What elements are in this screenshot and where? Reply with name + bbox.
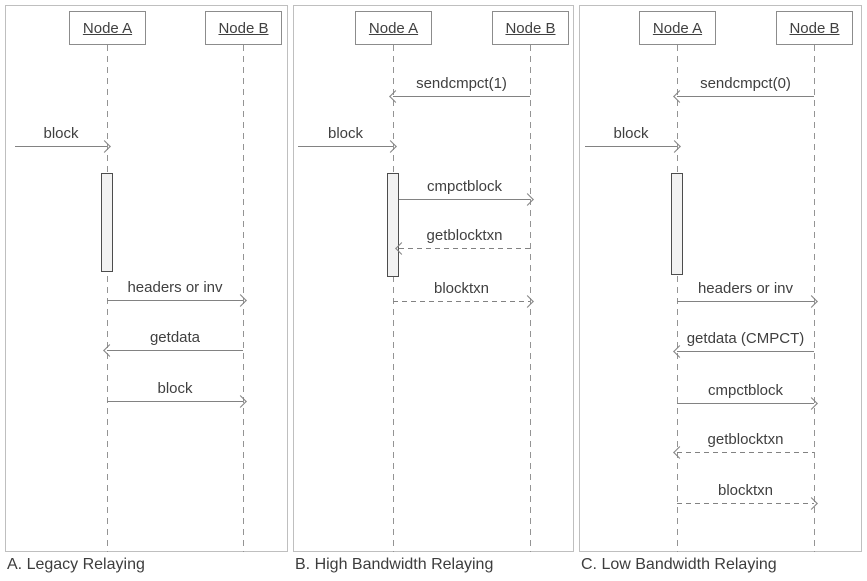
node-b-label: Node B: [505, 19, 556, 37]
activation-bar: [671, 173, 683, 275]
message-label: sendcmpct(1): [416, 75, 507, 92]
node-a-box: Node A: [355, 11, 432, 45]
message-arrow-line: [677, 503, 814, 504]
message-arrow-line: [677, 351, 814, 352]
lifeline-node-b: [243, 45, 244, 552]
message-label: getdata: [149, 329, 201, 346]
lifeline-node-a: [677, 45, 678, 552]
message-arrow-line: [107, 401, 243, 402]
node-b-box: Node B: [776, 11, 853, 45]
message-arrow-line: [15, 146, 107, 147]
lifeline-node-a: [393, 45, 394, 552]
node-b-label: Node B: [218, 19, 269, 37]
message-label: block: [613, 125, 649, 142]
message-label: sendcmpct(0): [700, 75, 791, 92]
message-arrow-line: [677, 403, 814, 404]
message-arrow-line: [677, 452, 814, 453]
node-b-box: Node B: [492, 11, 569, 45]
activation-bar: [387, 173, 399, 277]
message-label: headers or inv: [127, 279, 223, 296]
message-arrow-line: [393, 96, 530, 97]
node-a-box: Node A: [639, 11, 716, 45]
message-label: cmpctblock: [426, 178, 503, 195]
lifeline-node-a: [107, 45, 108, 552]
message-label: getdata (CMPCT): [686, 330, 805, 347]
panel-caption-legacy: A. Legacy Relaying: [7, 556, 145, 573]
message-label: getblocktxn: [707, 431, 784, 448]
message-arrow-line: [677, 96, 814, 97]
lifeline-node-b: [814, 45, 815, 552]
message-arrow-line: [677, 301, 814, 302]
message-label: block: [43, 125, 79, 142]
message-label: blocktxn: [433, 280, 490, 297]
message-label: cmpctblock: [707, 382, 784, 399]
node-a-label: Node A: [82, 19, 133, 37]
panel-caption-high-bandwidth: B. High Bandwidth Relaying: [295, 556, 494, 573]
node-b-box: Node B: [205, 11, 282, 45]
node-a-label: Node A: [652, 19, 703, 37]
node-a-box: Node A: [69, 11, 146, 45]
message-arrow-line: [399, 248, 530, 249]
message-arrow-line: [585, 146, 677, 147]
panel-legacy-relaying: [5, 5, 288, 552]
node-a-label: Node A: [368, 19, 419, 37]
message-label: getblocktxn: [426, 227, 503, 244]
message-label: headers or inv: [697, 280, 794, 297]
message-arrow-line: [107, 350, 243, 351]
panel-caption-low-bandwidth: C. Low Bandwidth Relaying: [581, 556, 777, 573]
node-b-label: Node B: [789, 19, 840, 37]
message-label: blocktxn: [717, 482, 774, 499]
lifeline-node-b: [530, 45, 531, 552]
message-arrow-line: [393, 301, 530, 302]
message-arrow-line: [399, 199, 530, 200]
message-label: block: [157, 380, 193, 397]
activation-bar: [101, 173, 113, 272]
message-label: block: [327, 125, 364, 142]
message-arrow-line: [107, 300, 243, 301]
message-arrow-line: [298, 146, 393, 147]
